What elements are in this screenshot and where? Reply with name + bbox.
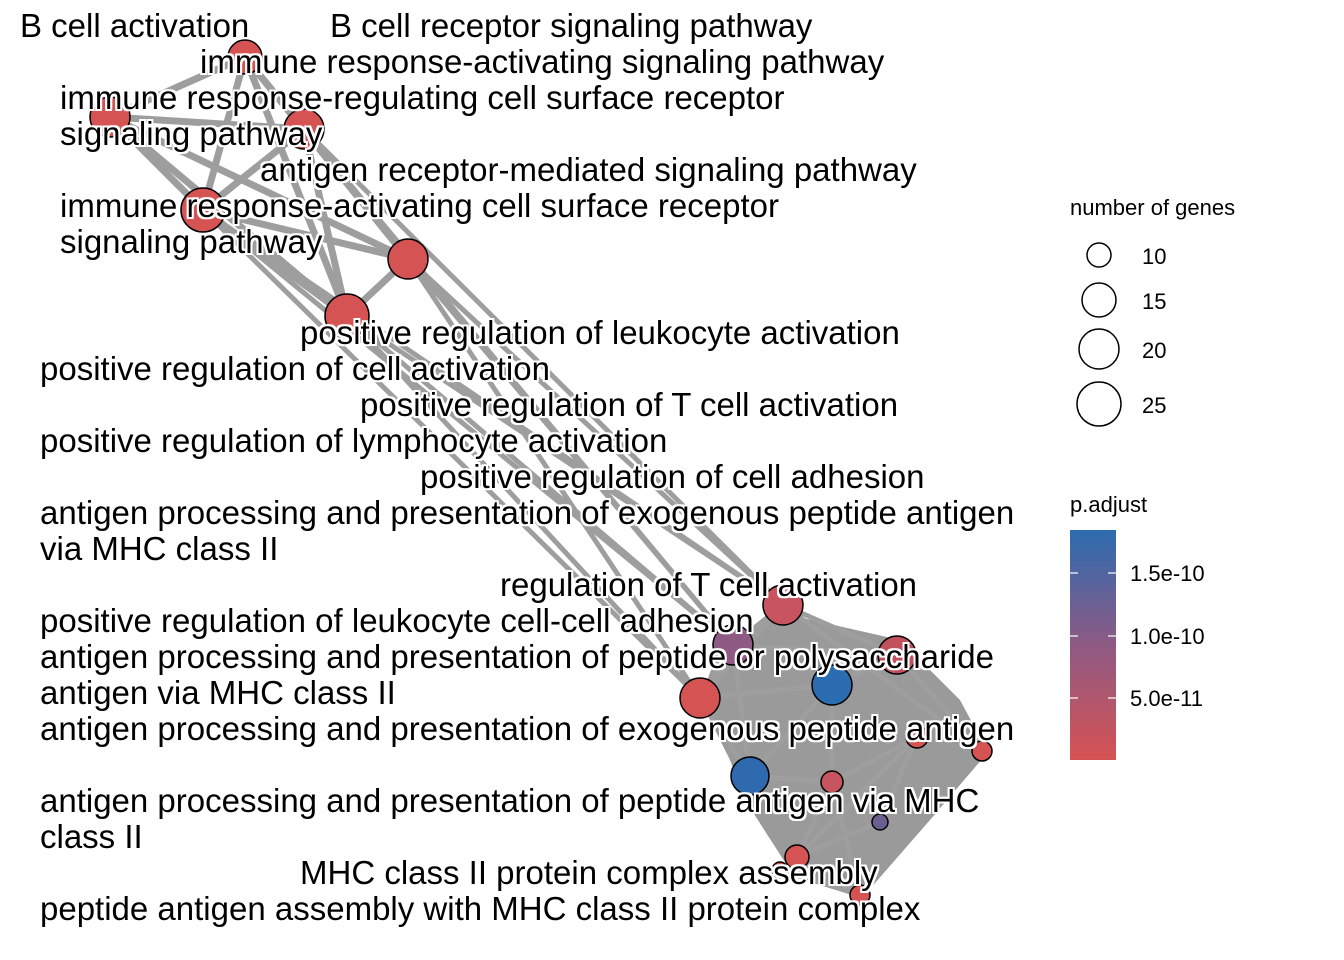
size-legend-title: number of genes bbox=[1070, 195, 1235, 220]
size-legend-circle bbox=[1086, 242, 1112, 268]
edge bbox=[345, 314, 702, 700]
edge bbox=[405, 257, 703, 700]
color-legend-tick: 1.5e-10 bbox=[1130, 561, 1205, 586]
term-node[interactable] bbox=[820, 770, 844, 794]
edge bbox=[829, 781, 863, 896]
size-legend-circle bbox=[1081, 282, 1117, 318]
edge bbox=[345, 313, 785, 608]
size-legend-circle bbox=[1078, 328, 1120, 370]
term-node[interactable] bbox=[849, 884, 871, 906]
edge bbox=[877, 736, 920, 823]
term-node[interactable] bbox=[227, 39, 263, 75]
edge bbox=[781, 602, 984, 754]
term-node[interactable] bbox=[180, 187, 226, 233]
edge bbox=[241, 55, 351, 318]
edge bbox=[345, 314, 735, 647]
color-legend-tick: 1.0e-10 bbox=[1130, 624, 1205, 649]
edge bbox=[779, 867, 861, 898]
edge bbox=[302, 127, 785, 607]
edge bbox=[302, 127, 735, 647]
term-node[interactable] bbox=[784, 844, 810, 870]
edge bbox=[699, 682, 833, 701]
term-node[interactable] bbox=[762, 584, 804, 626]
edge bbox=[300, 128, 351, 317]
term-node[interactable] bbox=[811, 664, 853, 706]
edges bbox=[107, 53, 984, 898]
term-node[interactable] bbox=[283, 108, 325, 150]
edge bbox=[199, 56, 249, 211]
term-node[interactable] bbox=[387, 238, 429, 280]
term-node[interactable] bbox=[679, 677, 721, 719]
term-node[interactable] bbox=[771, 861, 789, 879]
edge bbox=[895, 653, 984, 753]
edge bbox=[108, 113, 410, 263]
edge bbox=[201, 208, 702, 700]
color-legend-tick: 5.0e-11 bbox=[1130, 686, 1203, 711]
term-node[interactable] bbox=[324, 293, 370, 339]
color-legend: p.adjust 1.5e-10 1.0e-10 5.0e-11 bbox=[1070, 492, 1205, 760]
edge bbox=[796, 819, 881, 860]
size-legend-circle bbox=[1076, 381, 1122, 427]
term-node[interactable] bbox=[730, 756, 770, 796]
edge-bundle bbox=[700, 615, 988, 898]
size-legend-label: 10 bbox=[1142, 244, 1166, 269]
color-bar bbox=[1070, 530, 1116, 760]
term-node[interactable] bbox=[89, 96, 131, 138]
term-node[interactable] bbox=[877, 635, 917, 675]
edge bbox=[830, 734, 919, 785]
edge bbox=[406, 257, 785, 607]
edge bbox=[109, 113, 305, 133]
term-node[interactable] bbox=[871, 813, 889, 831]
nodes bbox=[89, 39, 993, 906]
edge bbox=[732, 642, 898, 658]
term-node[interactable] bbox=[971, 740, 993, 762]
size-legend: number of genes 10 15 20 25 bbox=[1070, 195, 1235, 427]
edge bbox=[108, 53, 247, 121]
size-legend-label: 20 bbox=[1142, 338, 1166, 363]
term-node[interactable] bbox=[712, 624, 754, 666]
edge bbox=[730, 644, 753, 777]
term-node[interactable] bbox=[905, 725, 929, 749]
color-legend-title: p.adjust bbox=[1070, 492, 1147, 517]
edge bbox=[794, 780, 835, 859]
size-legend-label: 25 bbox=[1142, 393, 1166, 418]
size-legend-label: 15 bbox=[1142, 289, 1166, 314]
edge bbox=[795, 735, 919, 859]
edge bbox=[202, 206, 409, 263]
